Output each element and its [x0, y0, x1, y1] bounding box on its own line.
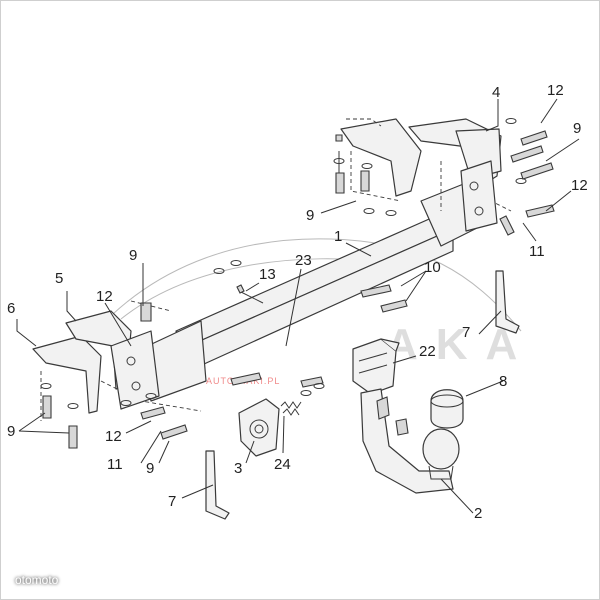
- callout-6: 6: [7, 300, 15, 317]
- callout-23: 23: [295, 252, 312, 269]
- callout-4: 4: [492, 84, 500, 101]
- ball-cap: [430, 389, 464, 429]
- spring-part: [280, 401, 302, 416]
- callout-12d: 12: [105, 428, 122, 445]
- callout-13: 13: [259, 266, 276, 283]
- callout-9a: 9: [129, 247, 137, 264]
- callout-8: 8: [499, 373, 507, 390]
- tow-ball-arm: [360, 388, 460, 494]
- callout-11b: 11: [107, 456, 123, 473]
- callout-11a: 11: [529, 243, 545, 260]
- callout-9e: 9: [146, 460, 154, 477]
- callout-22: 22: [419, 343, 436, 360]
- bolt-set: [40, 118, 555, 449]
- leader-lines: [16, 98, 580, 514]
- support-bars: [205, 270, 520, 520]
- callout-12a: 12: [547, 82, 564, 99]
- callout-12c: 12: [96, 288, 113, 305]
- callout-10: 10: [424, 259, 441, 276]
- callout-7a: 7: [462, 324, 470, 341]
- callout-2: 2: [474, 505, 482, 522]
- callout-3: 3: [234, 460, 242, 477]
- footer-watermark: otomoto: [15, 573, 59, 587]
- socket-plate: [238, 398, 280, 457]
- callout-9c: 9: [306, 207, 314, 224]
- callout-1: 1: [334, 228, 342, 245]
- callout-9b: 9: [573, 120, 581, 137]
- callout-9d: 9: [7, 423, 15, 440]
- callout-24: 24: [274, 456, 291, 473]
- ball-socket: [352, 338, 400, 395]
- callout-5: 5: [55, 270, 63, 287]
- side-plates: [110, 160, 498, 410]
- callout-12b: 12: [571, 177, 588, 194]
- watermark-brand: AKA: [386, 320, 535, 369]
- callout-7b: 7: [168, 493, 176, 510]
